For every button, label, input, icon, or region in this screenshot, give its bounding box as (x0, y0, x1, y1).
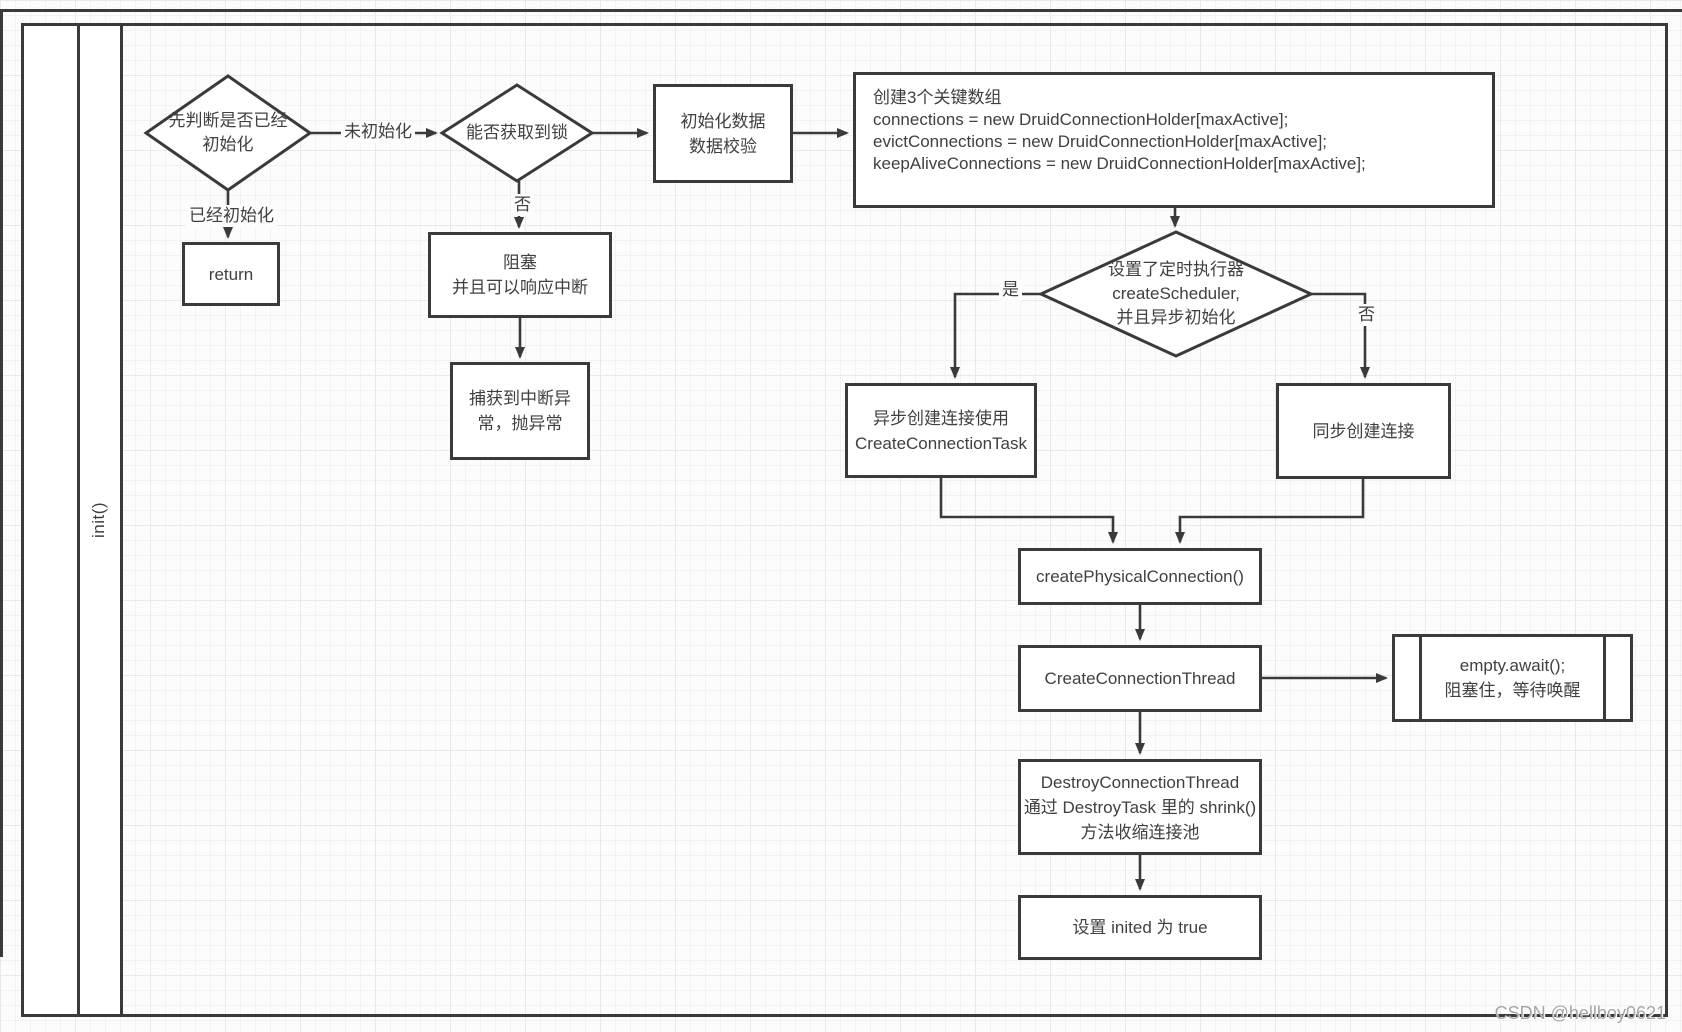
edge-sync-physical (1175, 479, 1365, 544)
node-init-data: 初始化数据 数据校验 (653, 84, 793, 183)
node-set-inited: 设置 inited 为 true (1018, 895, 1262, 960)
edge-scheduler-no (1311, 292, 1370, 379)
edge-label-lock-no: 否 (511, 194, 534, 216)
diamond-acquire-lock (439, 83, 595, 183)
node-create-physical: createPhysicalConnection() (1018, 548, 1262, 605)
node-create-arrays: 创建3个关键数组 connections = new DruidConnecti… (853, 72, 1495, 208)
diamond-check-inited (143, 74, 313, 192)
predefined-process-left-bar (1419, 637, 1422, 719)
pool-frame (21, 23, 1668, 1017)
edge-label-scheduler-no: 否 (1355, 304, 1378, 326)
node-empty-await: empty.await(); 阻塞住，等待唤醒 (1392, 634, 1633, 722)
node-empty-await-label: empty.await(); 阻塞住，等待唤醒 (1444, 656, 1581, 700)
node-return: return (182, 242, 280, 306)
watermark: CSDN @hellboy0621 (1494, 1003, 1666, 1023)
edge-scheduler-yes (950, 292, 1041, 379)
node-create-thread: CreateConnectionThread (1018, 645, 1262, 712)
node-block: 阻塞 并且可以响应中断 (428, 232, 612, 318)
predefined-process-right-bar (1603, 637, 1606, 719)
node-destroy-thread: DestroyConnectionThread 通过 DestroyTask 里… (1018, 759, 1262, 855)
edge-label-scheduler-yes: 是 (999, 279, 1022, 301)
lane-title-text: init() (89, 501, 109, 539)
diamond-scheduler-check (1037, 230, 1315, 358)
edge-label-not-inited: 未初始化 (341, 121, 415, 143)
edge-label-already-inited: 已经初始化 (186, 205, 277, 227)
edge-async-physical (939, 478, 1118, 544)
outer-cropped-frame (0, 9, 1682, 957)
lane-title-init: init() (78, 24, 121, 1016)
node-async-create: 异步创建连接使用 CreateConnectionTask (845, 383, 1037, 478)
node-catch-interrupt: 捕获到中断异 常，抛异常 (450, 362, 590, 460)
node-sync-create: 同步创建连接 (1276, 383, 1451, 479)
